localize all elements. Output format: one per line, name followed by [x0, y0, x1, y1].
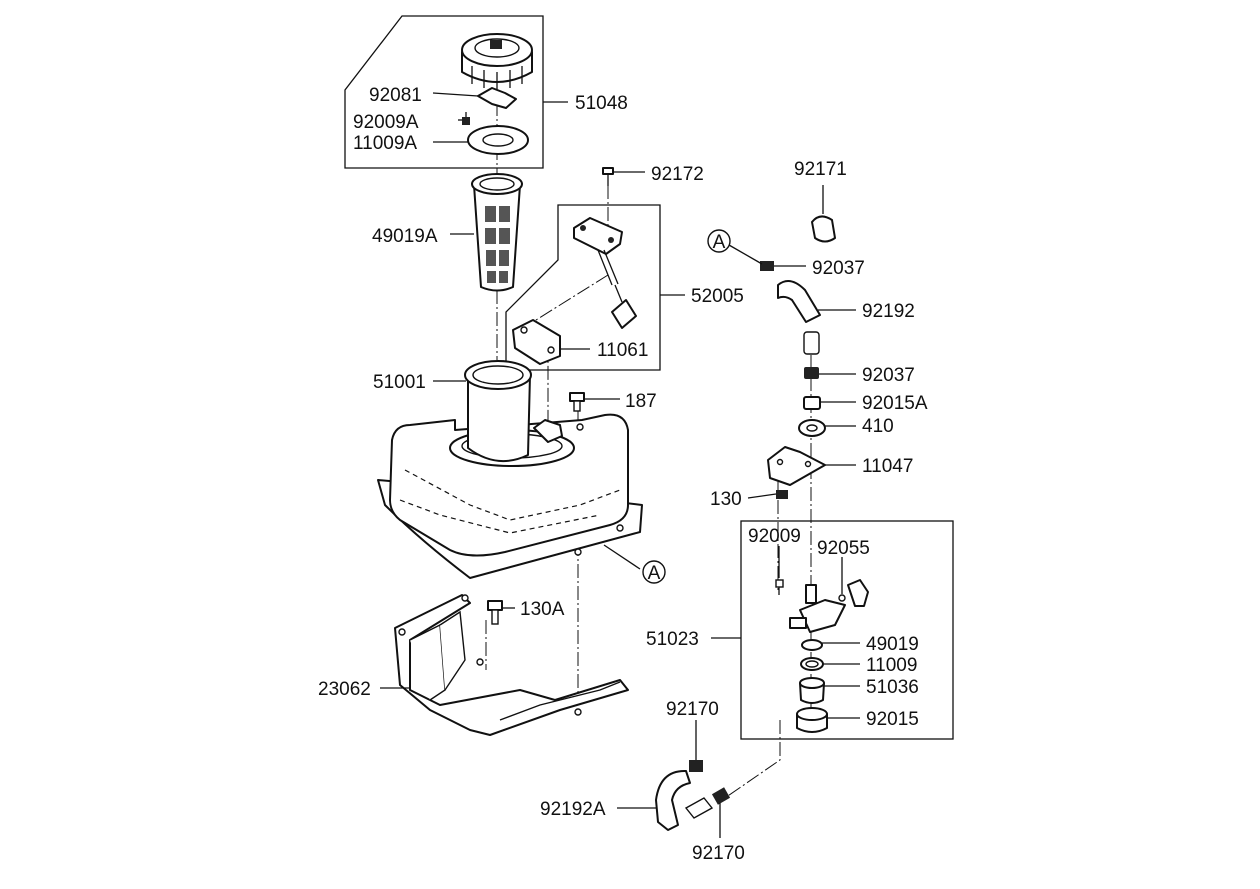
fuel-cock [789, 584, 846, 633]
label-92172: 92172 [651, 164, 704, 185]
label-92081: 92081 [369, 85, 422, 106]
label-92037-top: 92037 [812, 258, 865, 279]
ref-a-top [707, 229, 731, 253]
cap-screw [462, 112, 470, 125]
fuel-hose-92192 [777, 280, 821, 323]
label-51001: 51001 [373, 372, 426, 393]
fuel-gauge [573, 217, 637, 329]
skid-bolt-130a [487, 600, 503, 625]
gauge-screw [602, 167, 614, 186]
label-92055: 92055 [817, 538, 870, 559]
cap-gasket [467, 125, 529, 155]
clamp-92170-bottom [711, 787, 731, 805]
label-92009a: 92009A [353, 112, 419, 133]
oring-11009 [800, 657, 824, 671]
label-92192: 92192 [862, 301, 915, 322]
fuel-hose-92192a [655, 769, 691, 831]
label-410: 410 [862, 416, 894, 437]
label-92015a: 92015A [862, 393, 928, 414]
label-92170-bottom: 92170 [692, 843, 745, 864]
label-187: 187 [625, 391, 657, 412]
label-49019: 49019 [866, 634, 919, 655]
label-130: 130 [710, 489, 742, 510]
label-11061: 11061 [597, 340, 648, 361]
clamp-92170-top [689, 760, 703, 772]
cup-51036 [799, 677, 825, 704]
ring-92015 [796, 707, 828, 733]
hose-sleeve [803, 331, 820, 355]
cap-assembly-box [344, 15, 544, 169]
label-130a: 130A [520, 599, 565, 620]
label-51048: 51048 [575, 93, 628, 114]
leader-lines [380, 92, 860, 838]
label-92037-nut: 92037 [862, 365, 915, 386]
label-92015: 92015 [866, 709, 919, 730]
cap-plate [477, 87, 517, 109]
label-23062: 23062 [318, 679, 371, 700]
label-11009: 11009 [866, 655, 917, 676]
label-92171: 92171 [794, 159, 847, 180]
fuel-cock-box [740, 520, 954, 740]
label-49019a: 49019A [372, 226, 438, 247]
gauge-gasket [512, 319, 561, 365]
label-92170-top: 92170 [666, 699, 719, 720]
skid-plate [394, 594, 629, 736]
part-labels: 51048 92081 92009A 11009A 49019A 51001 9… [318, 85, 928, 864]
ref-a-circle [642, 560, 666, 584]
fuel-cap [461, 33, 533, 89]
label-51023: 51023 [646, 629, 699, 650]
pin-92055 [838, 579, 869, 607]
label-92192a: 92192A [540, 799, 606, 820]
label-a-tank: A [648, 563, 661, 584]
nut-92037 [804, 367, 819, 379]
clamp-92171 [811, 215, 836, 243]
label-11009a: 11009A [353, 133, 417, 154]
fuel-tank [377, 360, 643, 579]
label-52005: 52005 [691, 286, 744, 307]
label-92009: 92009 [748, 526, 801, 547]
hose-sleeve-bottom [684, 797, 714, 819]
label-11047: 11047 [862, 456, 913, 477]
bracket-11047 [767, 446, 826, 486]
screw-92009 [775, 579, 784, 595]
fuel-strainer [471, 173, 523, 292]
tank-bolt-187 [569, 392, 585, 412]
filter-49019 [801, 639, 823, 651]
bolt-130 [776, 490, 788, 499]
washer-410 [798, 419, 826, 437]
clamp-92037-top [760, 261, 774, 271]
label-a-hose: A [713, 232, 726, 253]
label-51036: 51036 [866, 677, 919, 698]
washer-92015a [803, 396, 821, 410]
